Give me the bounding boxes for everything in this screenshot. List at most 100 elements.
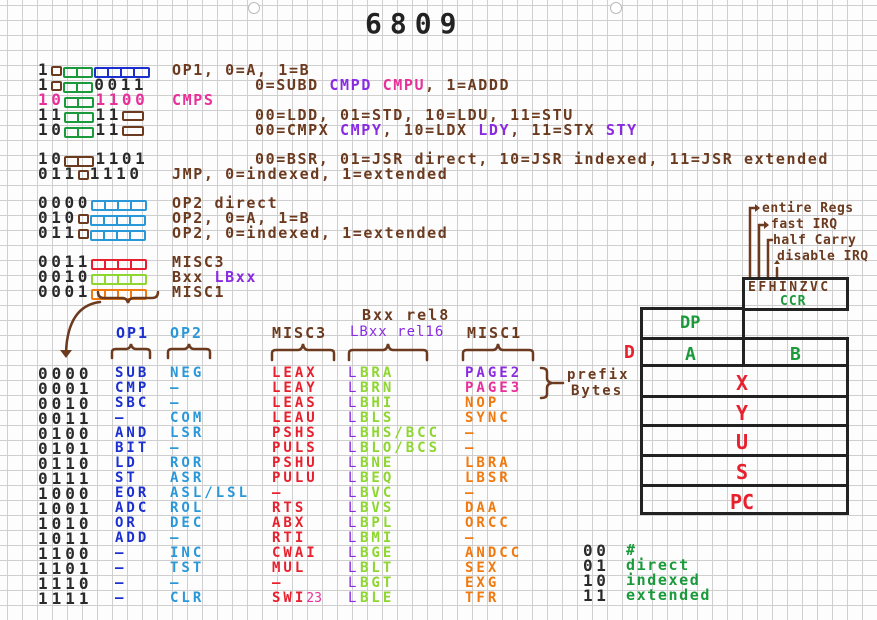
- bit-field-box: [121, 126, 144, 136]
- description-segment: OP2 direct: [172, 194, 279, 212]
- long-prefix: L: [348, 590, 360, 606]
- description-segment: OP2, 0=indexed, 1=extended: [172, 224, 449, 242]
- divider: [640, 484, 849, 487]
- header-misc3: MISC3: [272, 324, 328, 342]
- cell-text: SWI: [272, 590, 307, 606]
- long-prefix: L: [348, 410, 360, 426]
- flag-h-line: [766, 238, 774, 280]
- cell-text: EXG: [465, 575, 500, 591]
- cell-text: PULU: [272, 470, 318, 486]
- divider: [640, 424, 849, 427]
- divider: [640, 364, 849, 367]
- cell-text: —: [115, 410, 127, 426]
- bit-cell: [66, 158, 80, 165]
- cell-text: LEAX: [272, 365, 318, 381]
- arrow-head: [60, 350, 72, 358]
- bit-digits: 1101: [95, 149, 149, 168]
- bxx-brace: [347, 343, 429, 362]
- cell-text: TFR: [465, 590, 500, 606]
- b-label: B: [790, 344, 801, 365]
- cell-text: BLS: [360, 410, 395, 426]
- cell-text: 1101: [38, 559, 93, 578]
- cell-text: AND: [115, 425, 150, 441]
- cell-text: LEAS: [272, 395, 318, 411]
- cell-text: 1111: [38, 589, 93, 608]
- bit-digits: 0010: [38, 267, 91, 286]
- long-prefix: L: [348, 560, 360, 576]
- cell-text: ASL/LSL: [170, 485, 251, 501]
- cell-text: ADD: [115, 530, 150, 546]
- encoding-description: JMP, 0=indexed, 1=extended: [172, 167, 448, 182]
- cell-text: ABX: [272, 515, 307, 531]
- cell-op1: BIT: [115, 441, 149, 455]
- cell-bits: 1001: [38, 501, 93, 517]
- bit-field-box: [64, 97, 95, 108]
- cell-text: —: [272, 575, 284, 591]
- bit-field-box: [64, 127, 95, 138]
- legend-bits: 11: [583, 586, 610, 605]
- cell-text: 1100: [38, 544, 93, 563]
- bit-cell: [93, 291, 106, 298]
- bit-cell: [92, 217, 105, 224]
- long-prefix: L: [348, 365, 360, 381]
- s-label: S: [736, 460, 749, 484]
- cell-text: DEC: [170, 515, 205, 531]
- cell-bits: 0111: [38, 471, 93, 487]
- description-segment: MISC1: [172, 283, 226, 301]
- cell-text: RTS: [272, 500, 307, 516]
- cell-op1: —: [115, 546, 126, 560]
- description-segment: LBxx: [214, 268, 258, 286]
- description-segment: CMPD: [329, 76, 383, 94]
- pc-label: PC: [730, 490, 755, 514]
- encoding-description: 0=SUBD CMPD CMPU, 1=ADDD: [255, 78, 510, 93]
- flag-f-line: [757, 223, 769, 280]
- cell-misc3: LEAS: [272, 396, 318, 410]
- cell-op2: CLR: [170, 591, 204, 605]
- flag-e-line: [748, 206, 760, 280]
- cell-text: BRA: [360, 365, 395, 381]
- cell-text: OR: [115, 515, 138, 531]
- long-prefix: L: [348, 470, 360, 486]
- cell-misc1: SYNC: [465, 411, 511, 425]
- bit-field-box: [77, 229, 89, 239]
- bit-cell: [66, 129, 80, 136]
- bit-cell: [92, 232, 105, 239]
- cell-text: PSHU: [272, 455, 318, 471]
- description-segment: CMPY: [340, 121, 383, 139]
- cell-bits: 0110: [38, 456, 93, 472]
- encoding-bits: 1: [38, 62, 151, 78]
- cell-bxx: BVC: [360, 486, 394, 500]
- description-segment: , 11=STX: [510, 121, 606, 139]
- bit-digits: 0011: [38, 252, 91, 271]
- ab-divider: [742, 337, 745, 366]
- cell-bxx: BNE: [360, 456, 394, 470]
- bit-digits: 0011: [94, 75, 148, 94]
- cell-op2: LSR: [170, 426, 204, 440]
- bit-field-box: [89, 215, 146, 226]
- bit-cell: [119, 202, 132, 209]
- bit-field-box: [94, 67, 151, 78]
- cell-text: BLO/BCS: [360, 440, 441, 456]
- cell-text: —: [170, 395, 182, 411]
- cell-misc1: ANDCC: [465, 546, 522, 560]
- cell-misc1: —: [465, 486, 476, 500]
- cell-text: 0100: [38, 424, 93, 443]
- bit-cell: [122, 69, 136, 76]
- bit-cell: [109, 69, 123, 76]
- cell-misc1: DAA: [465, 501, 499, 515]
- cell-text: ST: [115, 470, 138, 486]
- cell-op1: AND: [115, 426, 149, 440]
- bit-digits: 10: [38, 149, 65, 168]
- cell-misc3: LEAX: [272, 366, 318, 380]
- long-prefix: L: [348, 500, 360, 516]
- cell-misc3: PSHU: [272, 456, 318, 470]
- long-prefix: L: [348, 575, 360, 591]
- prefix-note-2: Bytes: [571, 383, 624, 399]
- encoding-bits: 010: [38, 210, 147, 226]
- description-segment: CMPS: [172, 91, 215, 109]
